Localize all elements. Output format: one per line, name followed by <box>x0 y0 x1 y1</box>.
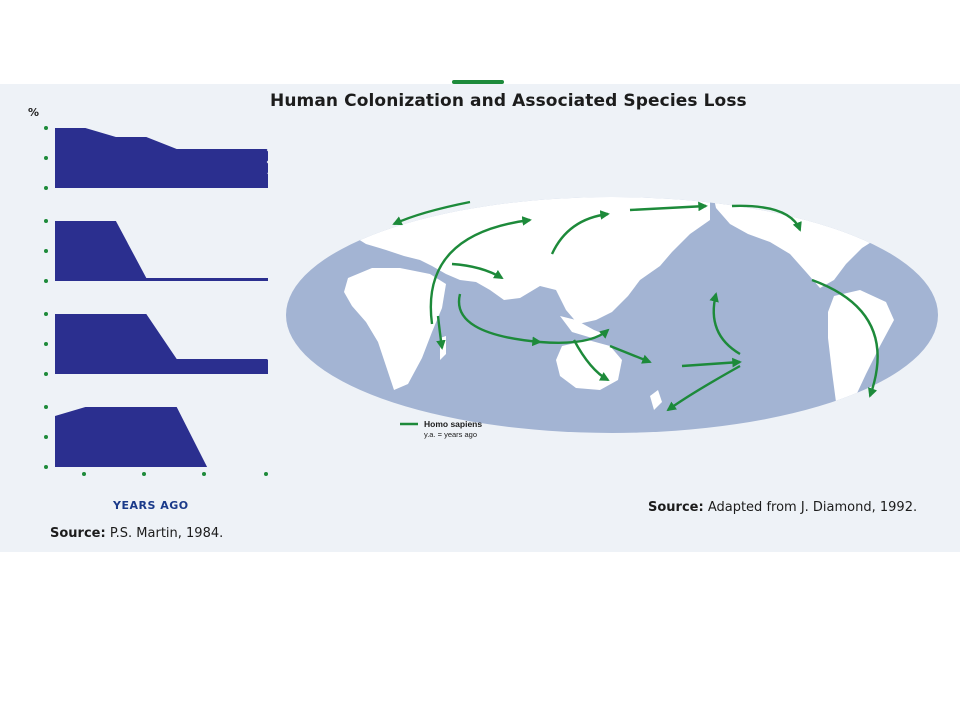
southeast-asia-islands <box>560 316 604 338</box>
migration-arrow <box>609 344 652 364</box>
y-tick-dot <box>44 372 48 376</box>
migration-arrow <box>550 210 610 255</box>
new-zealand-landmass <box>650 390 662 410</box>
migration-arrow <box>681 357 742 368</box>
percent-unit-label: % <box>28 106 40 119</box>
legend-note: y.a. = years ago <box>424 430 477 439</box>
migration-arrow <box>666 364 741 412</box>
panel-1 <box>44 218 275 283</box>
years-ago-axis <box>82 472 268 476</box>
y-tick-dot <box>44 405 48 409</box>
panel-area-3 <box>55 407 268 467</box>
greenland-landmass <box>874 197 926 206</box>
y-tick-dot <box>44 186 48 190</box>
y-tick-dot <box>44 126 48 130</box>
panel-torn-edge-1 <box>266 218 275 268</box>
left-source-note: Source: P.S. Martin, 1984. <box>50 526 223 541</box>
map-source-note: Source: Adapted from J. Diamond, 1992. <box>648 500 917 515</box>
y-tick-dot <box>44 279 48 283</box>
migration-arrow <box>429 216 532 325</box>
x-tick-dot <box>142 472 146 476</box>
world-migration-map: Homo sapiens y.a. = years ago <box>286 197 938 439</box>
panel-torn-edge-0 <box>266 125 275 175</box>
migration-arrow <box>811 278 879 398</box>
eurasia-landmass <box>338 197 710 324</box>
migration-arrow <box>436 315 446 350</box>
panel-area-0 <box>55 128 268 188</box>
migration-arrow <box>392 200 471 226</box>
y-tick-dot <box>44 342 48 346</box>
south-america-landmass <box>828 290 894 424</box>
legend-title: Homo sapiens <box>424 419 482 429</box>
left-source-label: Source: <box>50 526 106 541</box>
africa-landmass <box>344 268 446 390</box>
y-tick-dot <box>44 219 48 223</box>
panel-0 <box>44 125 275 190</box>
x-tick-dot <box>202 472 206 476</box>
migration-arrow <box>457 293 542 347</box>
panel-torn-edge-3 <box>266 404 275 454</box>
y-tick-dot <box>44 435 48 439</box>
panel-area-2 <box>55 314 268 374</box>
panel-area-1 <box>55 221 268 281</box>
panel-3 <box>44 404 275 469</box>
migration-arrow <box>709 292 741 356</box>
migration-arrow <box>629 201 708 212</box>
map-legend: Homo sapiens y.a. = years ago <box>400 419 482 439</box>
migration-arrow <box>539 328 610 344</box>
migration-arrow <box>572 339 610 382</box>
y-tick-dot <box>44 465 48 469</box>
migration-arrow <box>451 262 504 280</box>
left-source-text: P.S. Martin, 1984. <box>109 526 224 541</box>
y-tick-dot <box>44 249 48 253</box>
map-source-text: Adapted from J. Diamond, 1992. <box>707 500 918 515</box>
years-ago-label: YEARS AGO <box>113 499 189 512</box>
migration-arrows <box>392 200 879 412</box>
x-tick-dot <box>264 472 268 476</box>
species-loss-panels <box>44 125 275 469</box>
migration-arrow <box>731 204 802 232</box>
figure-title: Human Colonization and Associated Specie… <box>270 91 747 111</box>
y-tick-dot <box>44 156 48 160</box>
species-loss-charts <box>44 125 275 476</box>
map-source-label: Source: <box>648 500 704 515</box>
x-tick-dot <box>82 472 86 476</box>
panel-torn-edge-2 <box>266 311 275 361</box>
y-tick-dot <box>44 312 48 316</box>
panel-2 <box>44 311 275 376</box>
top-accent-mark <box>452 80 504 84</box>
